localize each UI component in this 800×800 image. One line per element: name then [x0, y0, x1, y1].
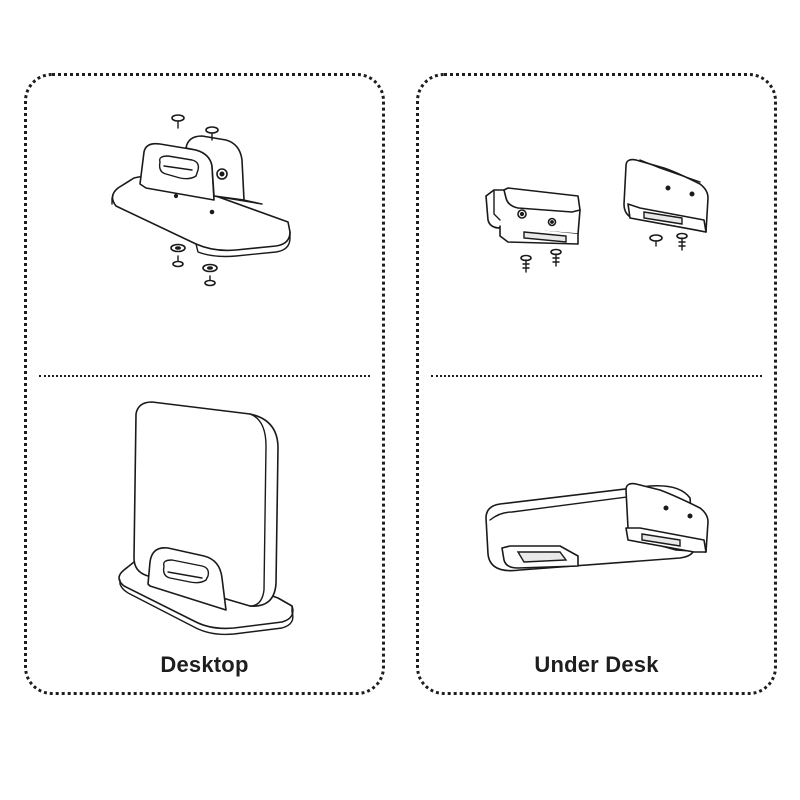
desktop-panel-divider — [39, 375, 370, 377]
under-desk-panel: Under Desk — [416, 73, 777, 695]
under-desk-panel-divider — [431, 375, 762, 377]
under-desk-label: Under Desk — [534, 652, 659, 677]
desktop-panel: Desktop — [24, 73, 385, 695]
desktop-label: Desktop — [160, 652, 249, 677]
